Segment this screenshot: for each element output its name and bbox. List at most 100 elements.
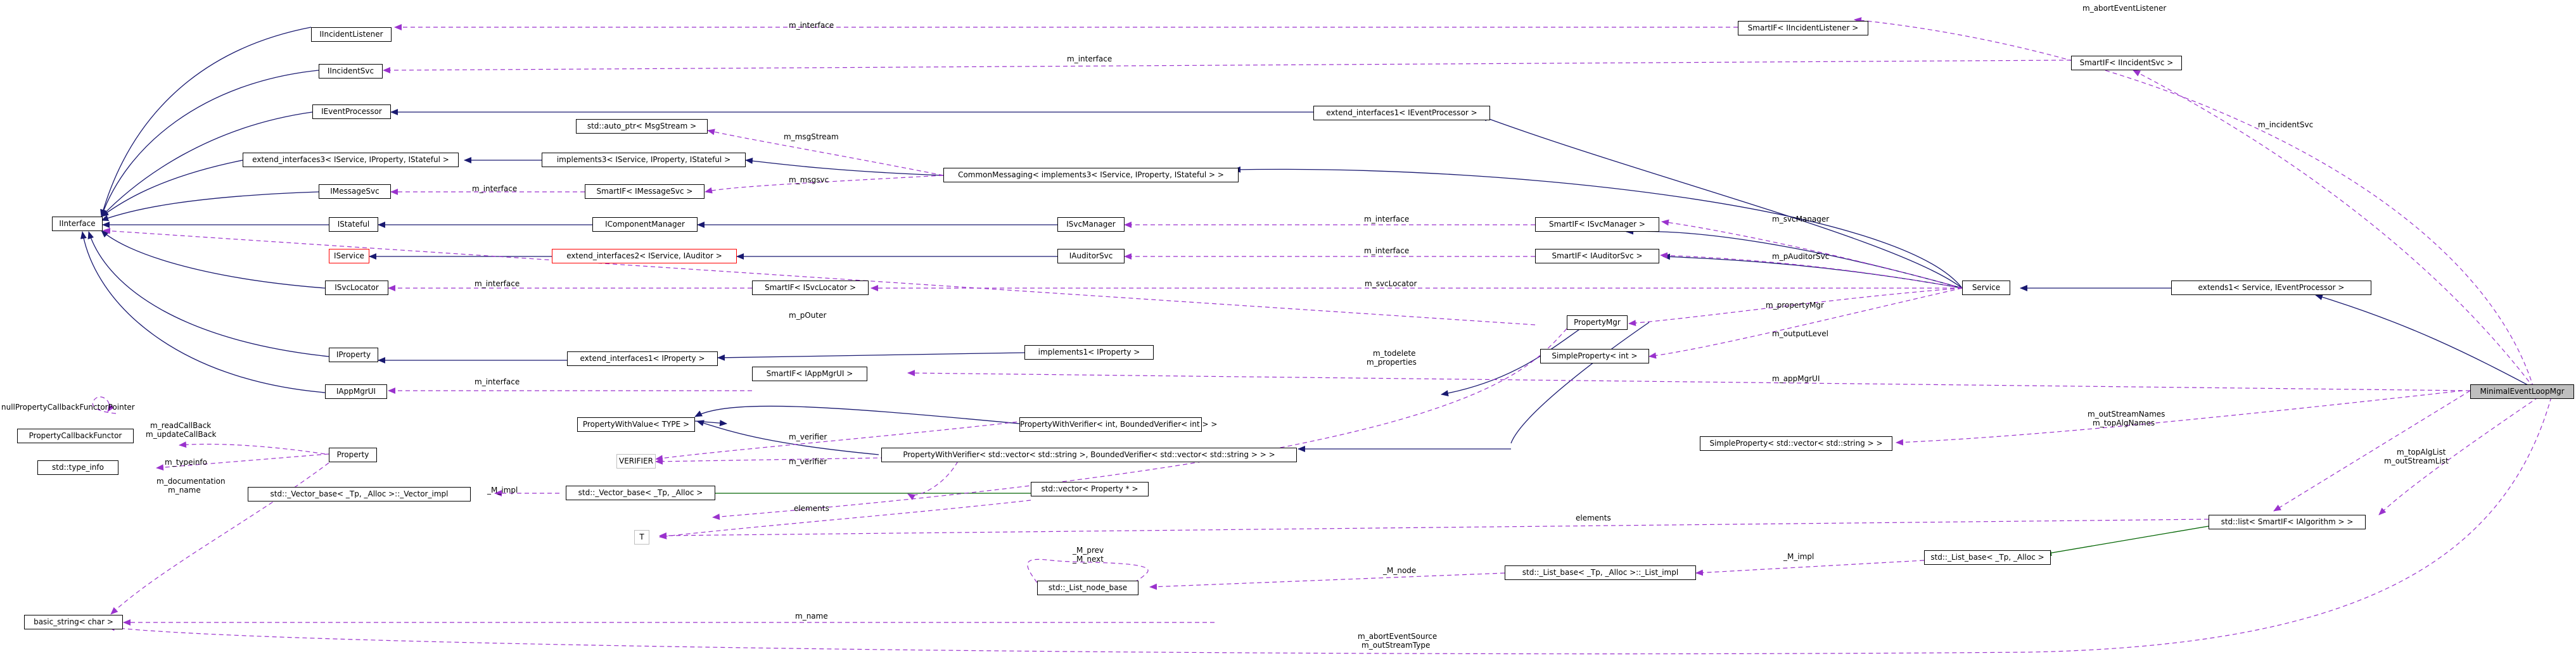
node-smartif-iincidentlistener[interactable]: SmartIF< IIncidentListener > (1738, 21, 1868, 35)
edge-label: m_todelete (1373, 349, 1416, 358)
edge-inherit (694, 405, 1020, 424)
node-list-node-base[interactable]: std::_List_node_base (1037, 581, 1138, 595)
node-iauditorsvc[interactable]: IAuditorSvc (1057, 249, 1125, 263)
node-propertywithvalue[interactable]: PropertyWithValue< TYPE > (577, 417, 695, 432)
edge-label: m_name (168, 486, 201, 495)
edge-usage (103, 227, 1536, 325)
node-implements1-iproperty[interactable]: implements1< IProperty > (1024, 345, 1154, 360)
edge-inherit (1233, 166, 1963, 289)
edge-label: m_propertyMgr (1766, 301, 1824, 310)
edge-usage (156, 453, 329, 471)
edge-usage (1695, 560, 1925, 576)
edge-label: m_incidentSvc (2258, 120, 2314, 129)
edge-label: m_verifier (789, 457, 827, 466)
edge-inherit (1662, 253, 1963, 289)
edge-label: m_properties (1367, 358, 1417, 367)
node-simpleproperty-vector[interactable]: SimpleProperty< std::vector< std::string… (1700, 436, 1892, 451)
node-verifier[interactable]: VERIFIER (616, 454, 656, 469)
node-list-base[interactable]: std::_List_base< _Tp, _Alloc > (1924, 550, 2051, 565)
node-smartif-isvcmanager[interactable]: SmartIF< ISvcManager > (1535, 217, 1659, 232)
node-isvclocator[interactable]: ISvcLocator (325, 281, 388, 295)
edge-label: m_interface (1067, 54, 1113, 63)
node-extends1[interactable]: extends1< Service, IEventProcessor > (2171, 281, 2371, 295)
edge-usage (383, 60, 2072, 73)
node-service[interactable]: Service (1962, 281, 2010, 295)
node-propertywithverifier-int[interactable]: PropertyWithVerifier< int, BoundedVerifi… (1019, 417, 1217, 432)
node-isvcmanager[interactable]: ISvcManager (1057, 217, 1125, 232)
node-vector-base[interactable]: std::_Vector_base< _Tp, _Alloc > (566, 486, 715, 500)
node-smartif-isvclocator[interactable]: SmartIF< ISvcLocator > (752, 281, 869, 295)
edge-label: _M_node (1383, 566, 1417, 575)
node-iincidentlistener[interactable]: IIncidentListener (311, 27, 392, 42)
node-extend-interfaces1-iproperty[interactable]: extend_interfaces1< IProperty > (567, 351, 718, 366)
node-implements3[interactable]: implements3< IService, IProperty, IState… (542, 153, 746, 167)
edge-usage (655, 420, 1025, 462)
node-t[interactable]: T (634, 530, 649, 545)
node-basic-string[interactable]: basic_string< char > (24, 615, 123, 629)
edge-label: m_readCallBack (150, 421, 212, 430)
node-iinterface[interactable]: IInterface (52, 217, 103, 231)
edge-label: m_msgsvc (789, 175, 829, 184)
node-type-info[interactable]: std::type_info (37, 460, 118, 475)
edge-usage (1854, 17, 2534, 388)
node-property[interactable]: Property (329, 448, 377, 462)
edge-usage (707, 129, 944, 176)
edge-label: elements (1576, 514, 1611, 522)
edge-label: m_typeinfo (165, 458, 208, 467)
edge-inherit (87, 231, 329, 357)
edge-inherit (101, 230, 326, 289)
node-propertycallbackfunctor[interactable]: PropertyCallbackFunctor (17, 429, 134, 443)
node-imessagesvc[interactable]: IMessageSvc (319, 184, 391, 199)
edge-label: m_interface (1364, 246, 1410, 255)
node-commonmessaging[interactable]: CommonMessaging< implements3< IService, … (943, 168, 1239, 182)
node-vector-impl[interactable]: std::_Vector_base< _Tp, _Alloc >::_Vecto… (248, 487, 471, 501)
node-propertymgr[interactable]: PropertyMgr (1567, 315, 1628, 330)
edge-label: m_verifier (789, 432, 827, 441)
node-iproperty[interactable]: IProperty (329, 348, 378, 362)
node-extend-interfaces2[interactable]: extend_interfaces2< IService, IAuditor > (552, 249, 737, 263)
edge-label: m_outStreamList (2384, 457, 2449, 465)
edge-usage (1628, 287, 1963, 327)
edge-usage (659, 519, 2209, 539)
edge-inherit (101, 111, 313, 217)
node-iservice[interactable]: IService (329, 249, 369, 263)
edge-label: m_outStreamType (1361, 641, 1431, 650)
node-propertywithverifier-vector[interactable]: PropertyWithVerifier< std::vector< std::… (881, 448, 1297, 462)
node-icomponentmanager[interactable]: IComponentManager (592, 217, 698, 232)
node-auto-ptr-msgstream[interactable]: std::auto_ptr< MsgStream > (576, 119, 708, 134)
edge-inherit (696, 420, 879, 455)
edge-inherit (1510, 322, 1650, 444)
edge-usage (659, 500, 1031, 539)
edge-label: _M_impl (487, 486, 518, 495)
node-extend-interfaces1-ieventprocessor[interactable]: extend_interfaces1< IEventProcessor > (1313, 106, 1490, 120)
node-iincidentsvc[interactable]: IIncidentSvc (319, 64, 383, 79)
node-istateful[interactable]: IStateful (329, 217, 378, 232)
edge-inherit (100, 27, 312, 217)
edge-label: m_interface (475, 377, 520, 386)
edge-label: m_interface (789, 21, 834, 30)
node-iappmgrui[interactable]: IAppMgrUI (325, 384, 387, 399)
node-smartif-imessagesvc[interactable]: SmartIF< IMessageSvc > (585, 184, 705, 199)
node-extend-interfaces3[interactable]: extend_interfaces3< IService, IProperty,… (243, 153, 459, 167)
node-smartif-iauditorsvc[interactable]: SmartIF< IAuditorSvc > (1535, 249, 1659, 263)
node-smartif-iincidentsvc[interactable]: SmartIF< IIncidentSvc > (2071, 56, 2182, 70)
edge-label: m_svcLocator (1365, 279, 1417, 288)
edge-label: m_interface (475, 279, 520, 288)
edge-usage (1660, 252, 1963, 289)
edge-inherit (100, 70, 319, 217)
edge-label: m_name (795, 612, 828, 621)
edge-usage (1661, 219, 1963, 289)
node-vector-property[interactable]: std::vector< Property * > (1031, 482, 1149, 496)
node-list-impl[interactable]: std::_List_base< _Tp, _Alloc >::_List_im… (1505, 565, 1696, 580)
node-list-smartif[interactable]: std::list< SmartIF< IAlgorithm > > (2209, 515, 2366, 529)
node-simpleproperty-int[interactable]: SimpleProperty< int > (1540, 349, 1649, 363)
node-smartif-iappmgrui[interactable]: SmartIF< IAppMgrUI > (752, 367, 867, 381)
edge-usage (2378, 396, 2539, 515)
edge-usage (655, 457, 886, 465)
edge-label: m_interface (472, 184, 518, 193)
node-ieventprocessor[interactable]: IEventProcessor (312, 104, 391, 119)
node-minimaleventloopmgr[interactable]: MinimalEventLoopMgr (2470, 384, 2574, 399)
edge-label: m_svcManager (1772, 215, 1830, 224)
